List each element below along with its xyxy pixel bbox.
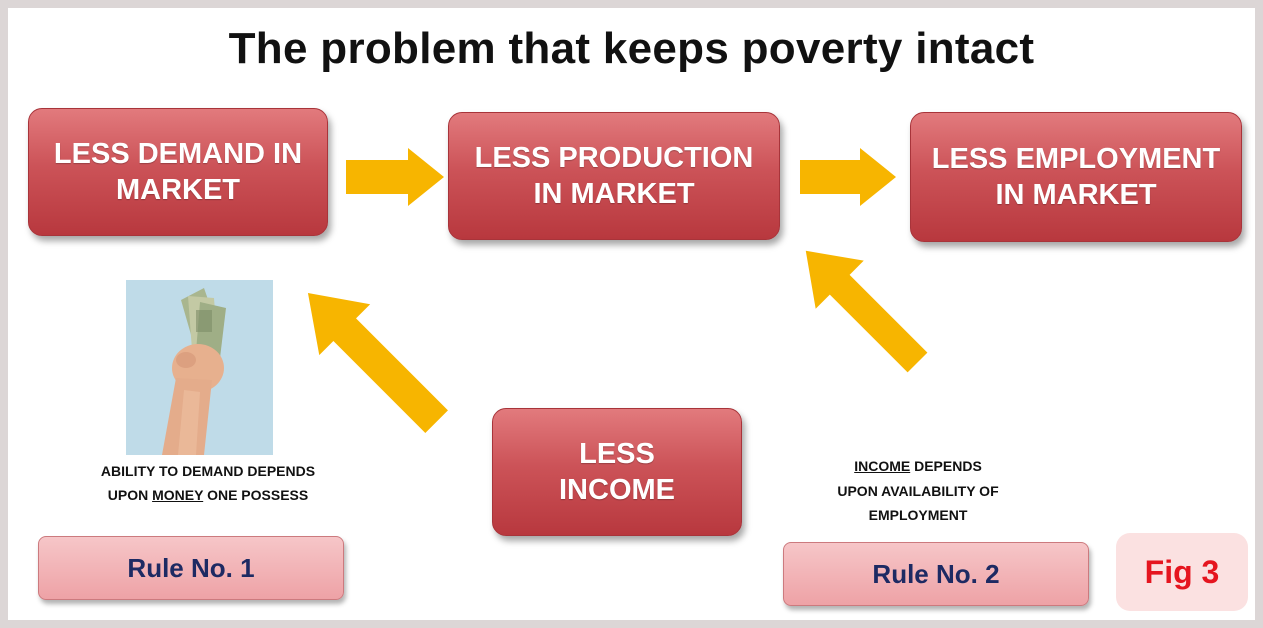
- note-rule-2-line1: INCOME DEPENDS: [798, 454, 1038, 479]
- box-less-income-line1: LESS: [579, 437, 655, 470]
- note-rule-2-income: INCOME: [854, 458, 911, 474]
- slide: The problem that keeps poverty intact LE…: [8, 8, 1255, 620]
- rule-1-box: Rule No. 1: [38, 536, 344, 600]
- box-less-production: LESS PRODUCTION IN MARKET: [448, 112, 780, 240]
- note-rule-1-line1: ABILITY TO DEMAND DEPENDS: [100, 463, 316, 479]
- box-less-employment-line1: LESS EMPLOYMENT: [931, 142, 1221, 175]
- note-rule-1: ABILITY TO DEMAND DEPENDS UPON MONEY ONE…: [28, 460, 388, 508]
- note-rule-2: INCOME DEPENDS UPON AVAILABILITY OF EMPL…: [798, 454, 1038, 528]
- flow-arrows: [307, 148, 928, 433]
- arrow-employment-to-income: [805, 250, 928, 373]
- note-rule-2-line3: EMPLOYMENT: [868, 507, 968, 523]
- box-less-demand-line2: MARKET: [115, 174, 241, 206]
- arrow-production-to-employment: [800, 148, 896, 206]
- note-rule-1-line2: UPON MONEY ONE POSSESS: [28, 484, 388, 508]
- box-less-production-line2: IN MARKET: [533, 178, 695, 210]
- arrow-demand-to-production: [346, 148, 444, 206]
- note-rule-1-money: MONEY: [152, 486, 204, 503]
- box-less-production-line1: LESS PRODUCTION: [474, 141, 754, 174]
- hand-holding-money-image: [126, 280, 273, 455]
- note-rule-2-line2: UPON AVAILABILITY OF: [837, 482, 999, 499]
- note-rule-1-post: ONE POSSESS: [203, 486, 309, 503]
- note-rule-1-pre: UPON: [107, 486, 153, 503]
- box-less-employment: LESS EMPLOYMENT IN MARKET: [910, 112, 1242, 242]
- box-less-employment-line2: IN MARKET: [995, 179, 1157, 211]
- box-less-demand-line1: LESS DEMAND IN: [53, 137, 303, 170]
- rule-2-box: Rule No. 2: [783, 542, 1089, 606]
- box-less-income-line2: INCOME: [559, 474, 675, 506]
- arrow-income-to-demand: [307, 292, 448, 433]
- note-rule-2-post: DEPENDS: [910, 458, 982, 474]
- slide-title: The problem that keeps poverty intact: [228, 24, 1035, 73]
- box-less-demand: LESS DEMAND IN MARKET: [28, 108, 328, 236]
- figure-label: Fig 3: [1116, 533, 1248, 611]
- box-less-income: LESS INCOME: [492, 408, 742, 536]
